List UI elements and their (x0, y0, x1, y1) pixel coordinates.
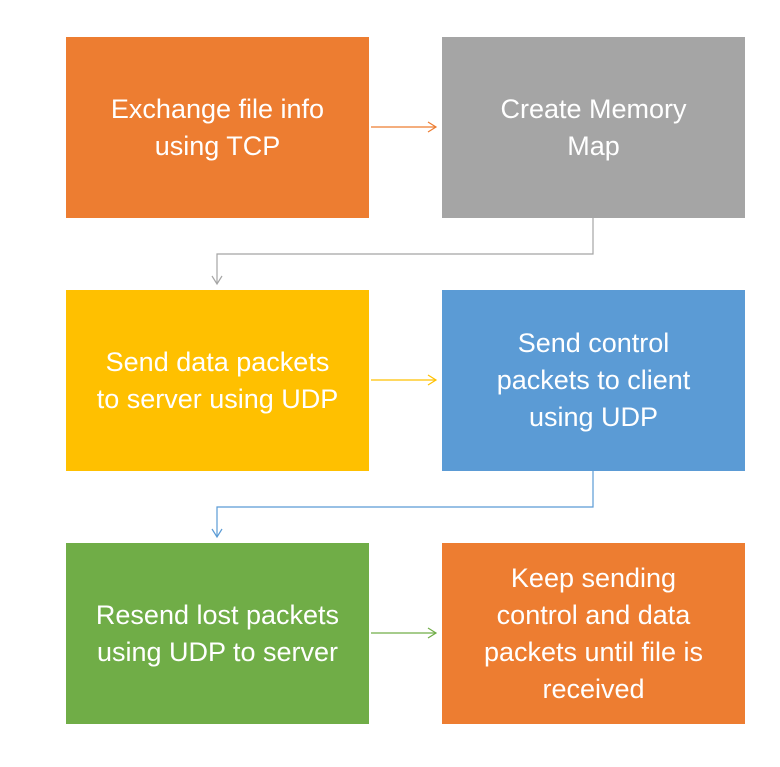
connector-b2-b3 (211, 218, 594, 286)
connector-b4-b5 (211, 471, 594, 539)
connector-b1-b2 (371, 121, 438, 133)
step-label: Exchange file info using TCP (110, 93, 325, 161)
step-label: Send control packets to client using UDP (496, 328, 691, 432)
step-send-control-packets: Send control packets to client using UDP (442, 290, 745, 471)
connector-b5-b6 (371, 627, 438, 639)
step-label: Resend lost packets using UDP to server (95, 599, 340, 667)
step-keep-sending: Keep sending control and data packets un… (442, 543, 745, 724)
step-exchange-file-info: Exchange file info using TCP (66, 37, 369, 218)
connector-b3-b4 (371, 374, 438, 386)
step-create-memory-map: Create Memory Map (442, 37, 745, 218)
step-label: Create Memory Map (500, 93, 687, 161)
step-label: Send data packets to server using UDP (96, 346, 339, 414)
step-label: Keep sending control and data packets un… (483, 562, 704, 704)
step-send-data-packets: Send data packets to server using UDP (66, 290, 369, 471)
step-resend-lost-packets: Resend lost packets using UDP to server (66, 543, 369, 724)
